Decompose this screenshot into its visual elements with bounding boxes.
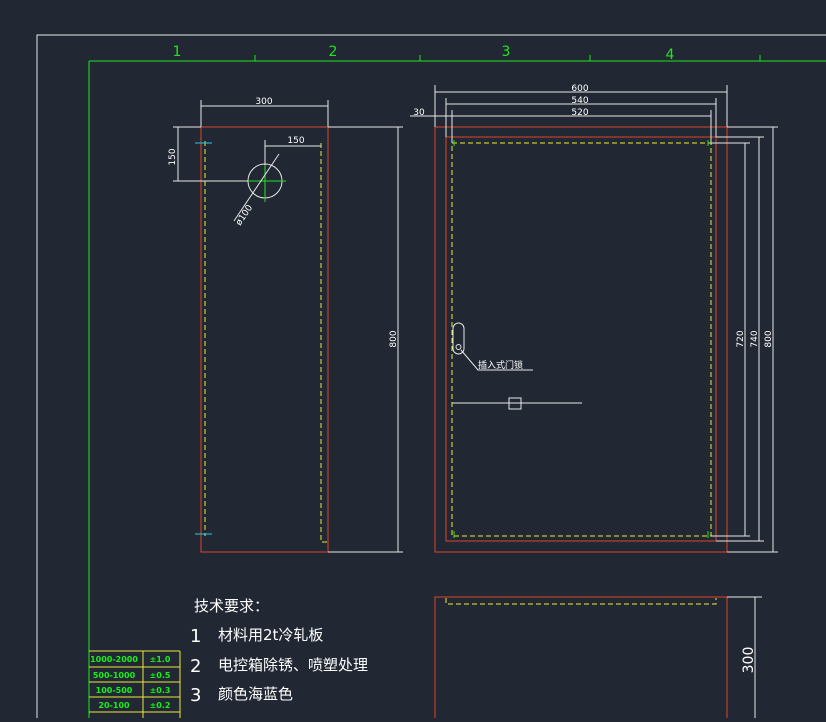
handle[interactable] xyxy=(508,397,522,410)
drawing-frame xyxy=(36,34,826,722)
front-outline xyxy=(434,126,728,553)
front-width-mid-dim: 540 xyxy=(571,96,588,106)
zone-label-4: 4 xyxy=(666,47,675,63)
hole-leader xyxy=(233,153,280,222)
front-width-outer-dim: 600 xyxy=(571,84,588,94)
lock-label: 插入式门锁 xyxy=(478,359,523,371)
note-text-2: 电控箱除锈、喷塑处理 xyxy=(218,656,368,674)
tolerance-table: 1000-2000 ±1.0 500-1000 ±0.5 100-500 ±0.… xyxy=(89,650,181,718)
door-lock[interactable] xyxy=(452,322,465,355)
bottom-hidden xyxy=(445,598,717,605)
front-height-inner-dim: 720 xyxy=(736,330,746,347)
lock-leader xyxy=(460,349,533,371)
bottom-outline xyxy=(434,596,728,718)
hole-offset-x-dim: 150 xyxy=(287,136,304,146)
note-number-2: 2 xyxy=(190,656,201,677)
tolerance-range: 20-100 xyxy=(98,701,130,710)
front-height-mid-dim: 740 xyxy=(750,330,760,347)
door-outline xyxy=(445,136,717,542)
note-text-1: 材料用2t冷轧板 xyxy=(218,626,323,644)
tolerance-range: 100-500 xyxy=(96,686,133,695)
note-number-3: 3 xyxy=(190,685,201,706)
note-text-3: 颜色海蓝色 xyxy=(218,685,293,703)
side-width-dim: 300 xyxy=(255,97,272,107)
tolerance-value: ±0.2 xyxy=(150,701,171,710)
door-lock-keyhole xyxy=(455,344,462,350)
zone-label-3: 3 xyxy=(502,44,511,60)
bottom-view[interactable]: 300 xyxy=(434,596,762,718)
tolerance-range: 500-1000 xyxy=(93,671,136,680)
door-hidden-panel xyxy=(451,142,712,537)
notes-title: 技术要求： xyxy=(194,597,269,615)
bottom-depth-dim: 300 xyxy=(741,647,757,674)
outer-border xyxy=(36,34,826,722)
front-height-outer-dim: 800 xyxy=(764,330,774,347)
tolerance-value: ±0.3 xyxy=(150,686,171,695)
hole-offset-y-dim: 150 xyxy=(168,148,178,165)
front-width-inner-dim: 520 xyxy=(571,108,588,118)
tolerance-value: ±1.0 xyxy=(150,655,171,664)
zone-label-1: 1 xyxy=(173,44,182,60)
tolerance-range: 1000-2000 xyxy=(90,655,138,664)
front-view[interactable]: 插入式门锁 600 540 520 30 720 740 800 xyxy=(410,84,778,553)
technical-requirements: 技术要求： 1 材料用2t冷轧板 2 电控箱除锈、喷塑处理 3 颜色海蓝色 xyxy=(190,597,368,706)
side-offset-dim: 30 xyxy=(413,108,425,118)
side-view[interactable]: ø100 300 150 150 800 xyxy=(168,97,403,553)
side-outline xyxy=(200,126,329,553)
zone-label-2: 2 xyxy=(329,44,338,60)
note-number-1: 1 xyxy=(190,626,201,647)
side-height-dim: 800 xyxy=(389,330,399,347)
tolerance-value: ±0.5 xyxy=(150,671,171,680)
side-hidden-right xyxy=(320,143,328,543)
